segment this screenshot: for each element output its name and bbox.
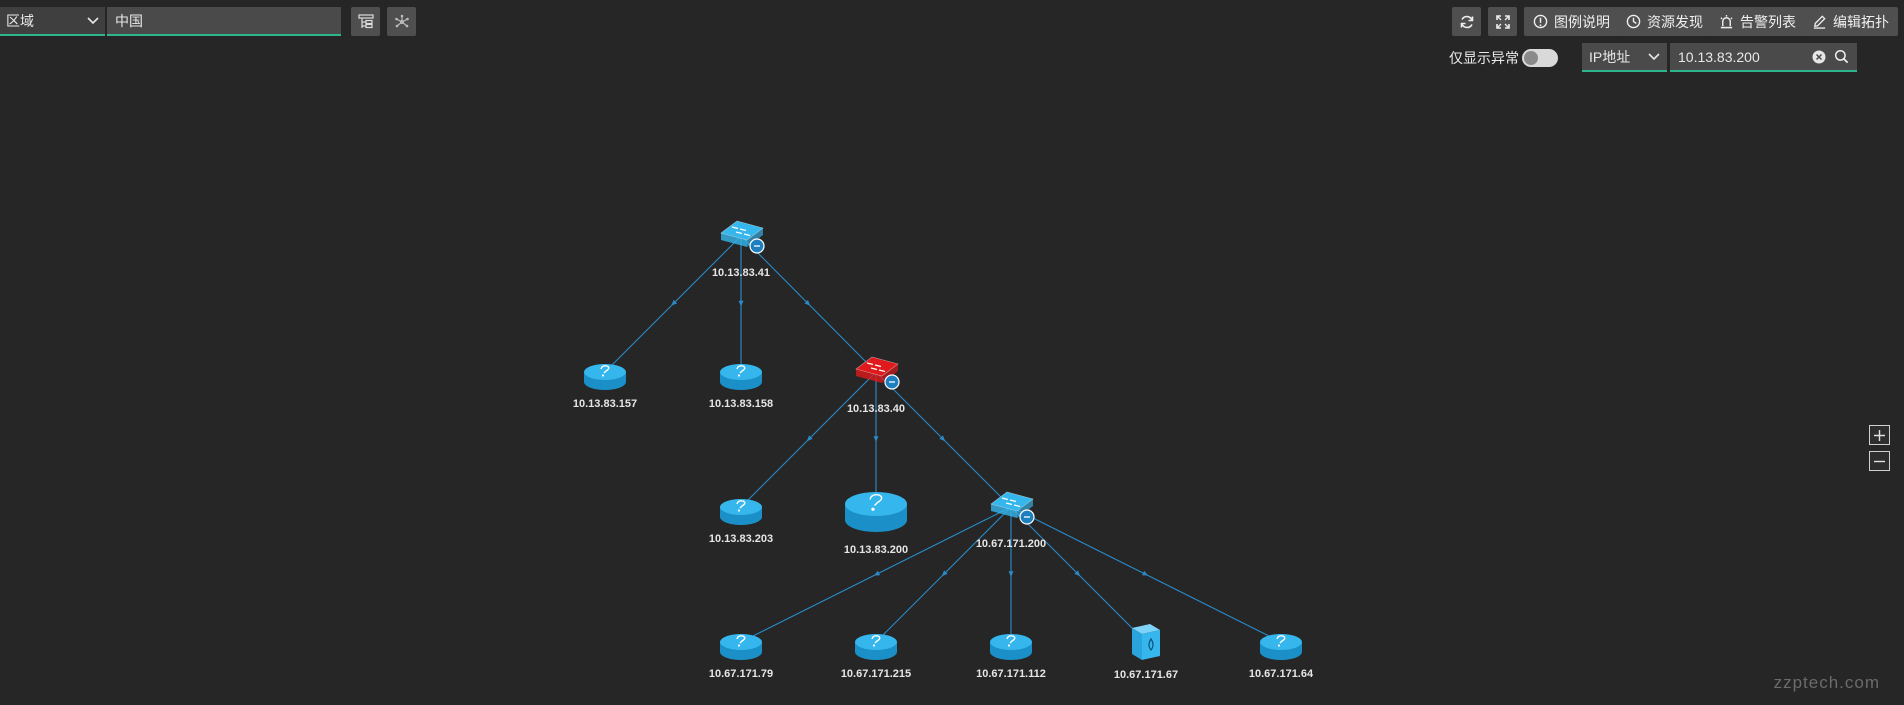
node-ip-label: 10.67.171.112: [976, 668, 1046, 680]
abnormal-only-label: 仅显示异常: [1449, 49, 1519, 66]
topology-node-switch[interactable]: 10.13.83.41: [712, 220, 770, 279]
node-ip-label: 10.13.83.40: [847, 403, 905, 415]
node-ip-label: 10.67.171.200: [976, 538, 1046, 550]
topology-nodes: 10.13.83.41 10.13.83.157 10.13.83.158 10.13…: [573, 220, 1314, 681]
topology-link: [1010, 506, 1282, 643]
topology-link: [875, 371, 1012, 508]
topology-link: [740, 506, 1012, 643]
topology-node-switch[interactable]: 10.67.171.200: [976, 491, 1046, 550]
node-ip-label: 10.67.171.215: [841, 668, 911, 680]
refresh-button[interactable]: [1452, 7, 1481, 36]
node-ip-label: 10.13.83.41: [712, 267, 770, 279]
topology-link: [740, 235, 877, 373]
search-icon[interactable]: [1834, 49, 1849, 64]
region-value: 中国: [115, 12, 143, 29]
alarm-list-button[interactable]: 告警列表: [1710, 7, 1805, 36]
fullscreen-icon: [1495, 14, 1510, 29]
node-ip-label: 10.67.171.79: [709, 668, 773, 680]
region-value-field[interactable]: 中国: [107, 7, 341, 36]
topology-node-unknown[interactable]: 10.13.83.158: [709, 364, 773, 410]
pencil-icon: [1813, 15, 1826, 29]
refresh-icon: [1460, 15, 1473, 28]
node-ip-label: 10.13.83.203: [709, 533, 773, 545]
topology-link: [740, 371, 877, 508]
topology-node-unknown[interactable]: 10.13.83.203: [709, 499, 773, 545]
abnormal-only-toggle-wrap: [1522, 43, 1558, 72]
ip-search-value: 10.13.83.200: [1678, 48, 1760, 65]
topology-node-unknown[interactable]: 10.67.171.112: [976, 634, 1046, 680]
edit-topology-label: 编辑拓扑: [1833, 13, 1889, 30]
tree-view-button[interactable]: [351, 7, 380, 36]
alarm-light-icon: [1720, 14, 1733, 29]
topology-node-server[interactable]: 10.67.171.67: [1114, 624, 1178, 681]
star-layout-icon: [394, 14, 409, 27]
ip-search-input[interactable]: 10.13.83.200: [1670, 43, 1857, 72]
abnormal-only-filter: 仅显示异常: [1449, 43, 1519, 72]
legend-button-label: 图例说明: [1554, 13, 1610, 30]
edit-topology-button[interactable]: 编辑拓扑: [1803, 7, 1898, 36]
region-type-select[interactable]: 区域: [0, 7, 105, 36]
star-layout-button[interactable]: [387, 7, 416, 36]
resource-discovery-button[interactable]: 资源发现: [1617, 7, 1712, 36]
topology-node-unknown[interactable]: 10.13.83.200: [844, 492, 908, 556]
topology-link: [1010, 506, 1147, 643]
resource-discovery-label: 资源发现: [1647, 13, 1703, 30]
topology-link: [604, 235, 742, 373]
node-ip-label: 10.13.83.157: [573, 398, 637, 410]
topology-node-unknown[interactable]: 10.67.171.64: [1249, 634, 1314, 680]
legend-button[interactable]: 图例说明: [1524, 7, 1619, 36]
toggle-knob: [1524, 50, 1538, 65]
search-field-value: IP地址: [1589, 48, 1631, 65]
search-field-select[interactable]: IP地址: [1582, 43, 1667, 72]
alarm-list-label: 告警列表: [1740, 13, 1796, 30]
clock-icon: [1626, 14, 1641, 29]
fullscreen-button[interactable]: [1488, 7, 1517, 36]
plus-icon: [1874, 429, 1885, 441]
zoom-in-button[interactable]: [1869, 425, 1890, 445]
node-ip-label: 10.67.171.67: [1114, 669, 1178, 681]
watermark: zzptech.com: [1773, 673, 1880, 692]
node-ip-label: 10.67.171.64: [1249, 668, 1314, 680]
topology-node-unknown[interactable]: 10.67.171.79: [709, 634, 773, 680]
topology-link: [875, 506, 1012, 643]
topology-node-switch[interactable]: 10.13.83.40: [847, 356, 905, 415]
abnormal-only-toggle[interactable]: [1522, 48, 1558, 67]
topology-node-unknown[interactable]: 10.13.83.157: [573, 364, 637, 410]
region-type-value: 区域: [6, 12, 34, 29]
node-ip-label: 10.13.83.200: [844, 544, 908, 556]
zoom-out-button[interactable]: [1869, 451, 1890, 471]
topology-links: [604, 235, 1282, 643]
tree-icon: [357, 13, 374, 28]
topology-node-unknown[interactable]: 10.67.171.215: [841, 634, 911, 680]
chevron-down-icon: [87, 16, 99, 24]
chevron-down-icon: [1648, 52, 1660, 60]
minus-icon: [1874, 460, 1885, 462]
clear-icon[interactable]: [1812, 50, 1826, 64]
node-ip-label: 10.13.83.158: [709, 398, 773, 410]
info-icon: [1533, 14, 1548, 29]
